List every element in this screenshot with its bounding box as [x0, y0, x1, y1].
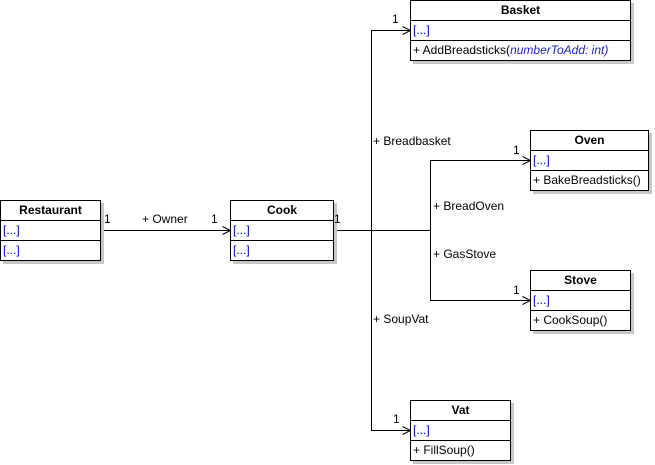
operations-section: + BakeBreadsticks()	[533, 173, 641, 187]
operation-name: + AddBreadsticks(	[413, 43, 511, 57]
operation-parameter: numberToAdd: int)	[510, 43, 609, 57]
gasstove-association-line	[430, 230, 531, 301]
attributes-section: [...]	[411, 21, 630, 41]
breadbasket-multiplicity: 1	[392, 12, 399, 26]
soupvat-association-line	[371, 230, 411, 431]
class-restaurant[interactable]: Restaurant [...] [...]	[0, 200, 101, 261]
breadoven-association-line	[430, 160, 531, 231]
cook-source-multiplicity: 1	[334, 212, 341, 226]
attributes-section: [...]	[1, 221, 100, 241]
attributes-section: [...]	[231, 221, 333, 241]
class-oven[interactable]: Oven [...] + BakeBreadsticks()	[530, 130, 649, 191]
gasstove-multiplicity: 1	[513, 283, 520, 297]
gasstove-role-label: + GasStove	[433, 247, 497, 261]
operations-section: [...]	[233, 243, 250, 257]
operations-section: [...]	[3, 243, 20, 257]
attributes-section: [...]	[531, 291, 630, 311]
class-name: Stove	[531, 271, 630, 291]
attributes-section: [...]	[411, 421, 510, 441]
breadoven-role-label: + BreadOven	[433, 199, 505, 213]
class-name: Cook	[231, 201, 333, 221]
class-vat[interactable]: Vat [...] + FillSoup()	[410, 400, 511, 461]
class-name: Basket	[411, 1, 630, 21]
class-cook[interactable]: Cook [...] [...]	[230, 200, 334, 261]
class-name: Oven	[531, 131, 648, 151]
class-stove[interactable]: Stove [...] + CookSoup()	[530, 270, 631, 331]
soupvat-role-label: + SoupVat	[373, 312, 429, 326]
owner-role-label: + Owner	[142, 212, 188, 226]
class-name: Restaurant	[1, 201, 100, 221]
operations-section: + FillSoup()	[413, 443, 475, 457]
breadoven-multiplicity: 1	[513, 143, 520, 157]
breadbasket-role-label: + Breadbasket	[373, 134, 451, 148]
soupvat-multiplicity: 1	[393, 412, 400, 426]
owner-target-multiplicity: 1	[211, 212, 218, 226]
class-name: Vat	[411, 401, 510, 421]
owner-source-multiplicity: 1	[104, 212, 111, 226]
breadbasket-association-line	[371, 30, 411, 231]
operations-section: + CookSoup()	[533, 313, 608, 327]
operations-section: + AddBreadsticks(numberToAdd: int)	[411, 41, 630, 60]
class-basket[interactable]: Basket [...] + AddBreadsticks(numberToAd…	[410, 0, 631, 61]
attributes-section: [...]	[531, 151, 648, 171]
